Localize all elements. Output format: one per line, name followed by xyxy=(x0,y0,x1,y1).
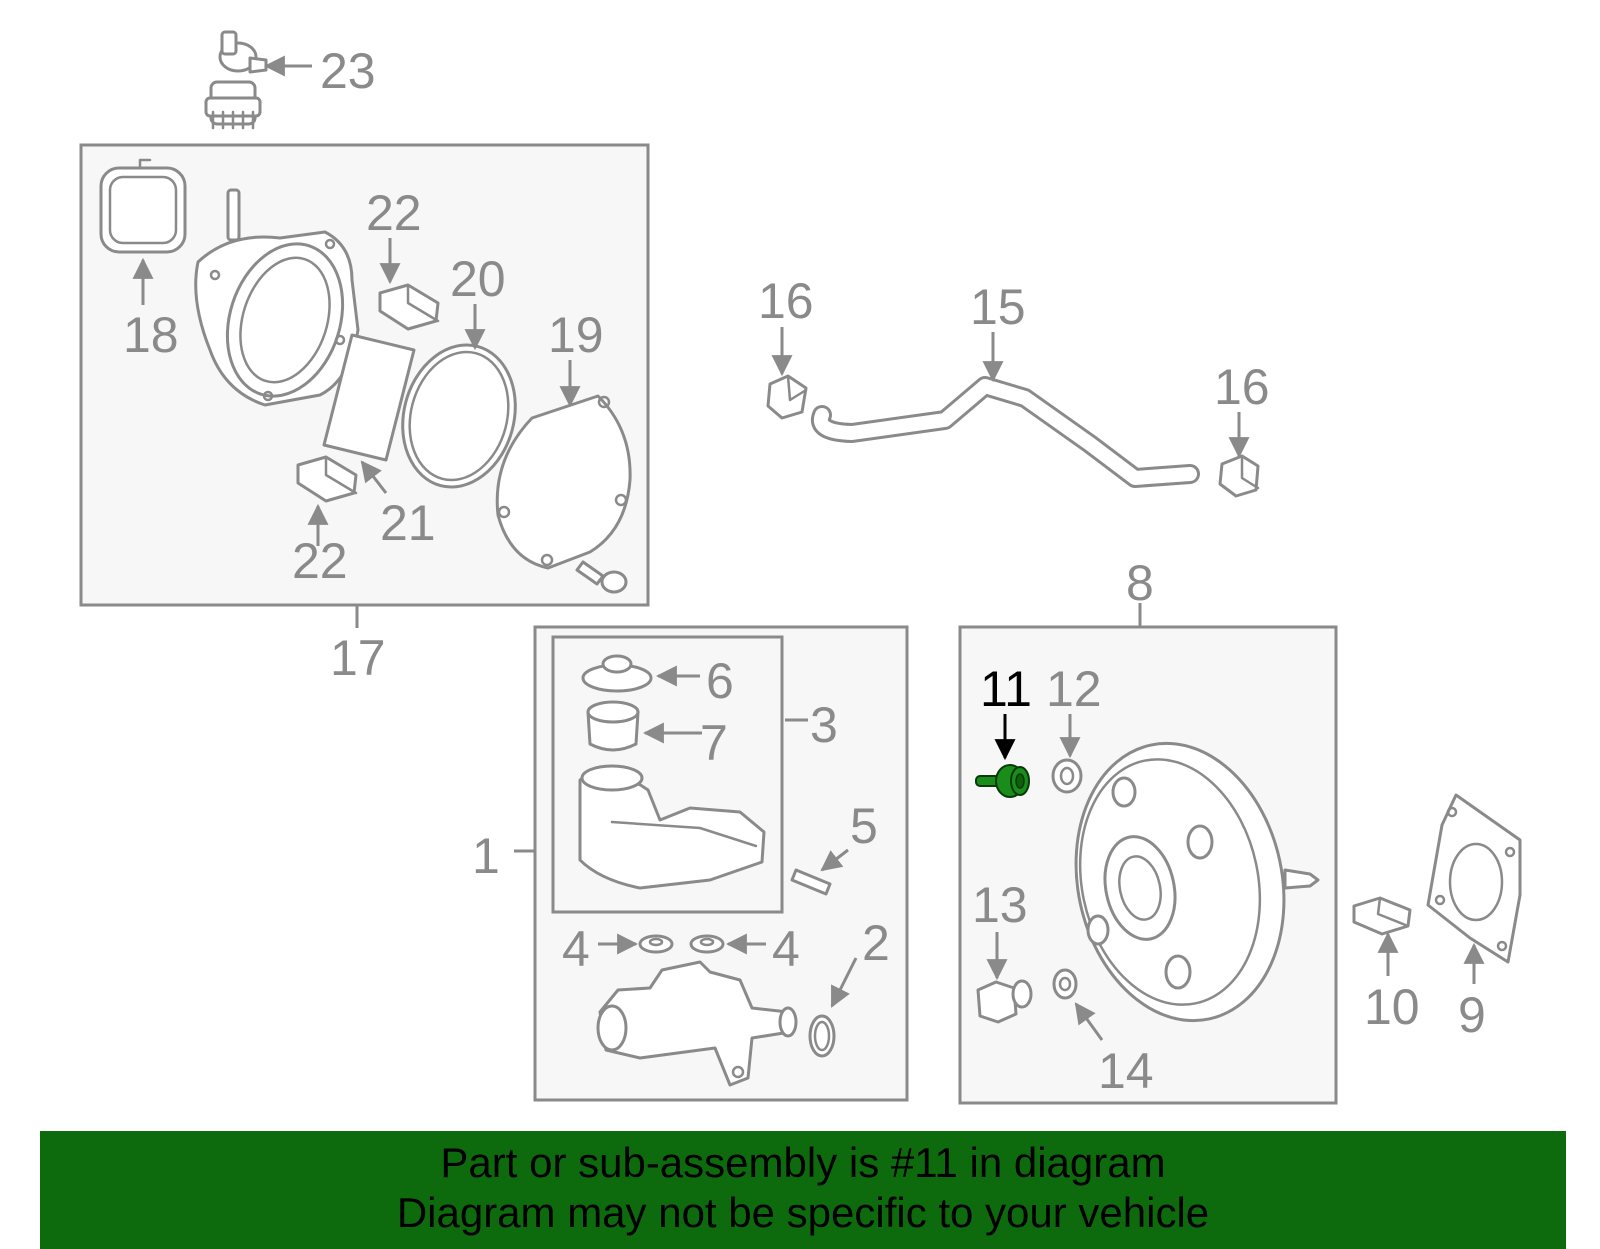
part-14-grommet[interactable] xyxy=(1052,968,1078,1000)
part-1-master-cylinder[interactable] xyxy=(596,960,798,1087)
banner-part-line: Part or sub-assembly is #11 in diagram xyxy=(440,1139,1166,1186)
callout-20: 20 xyxy=(450,251,506,307)
part-4-grommet-right[interactable] xyxy=(689,934,725,954)
callout-16-left: 16 xyxy=(758,273,814,329)
callout-2: 2 xyxy=(862,915,890,971)
part-13-vacuum-sensor[interactable] xyxy=(976,979,1033,1024)
part-11-check-valve-highlighted[interactable] xyxy=(975,764,1030,798)
part-10-bracket[interactable] xyxy=(1352,896,1412,936)
callout-12: 12 xyxy=(1046,661,1102,717)
part-16-hose-clip-right[interactable] xyxy=(1218,454,1260,498)
part-23-fitting[interactable] xyxy=(204,30,268,130)
leader-2 xyxy=(830,957,858,1008)
callout-10: 10 xyxy=(1364,979,1420,1035)
callout-6: 6 xyxy=(706,653,734,709)
callout-15: 15 xyxy=(970,279,1026,335)
part-6-reservoir-cap[interactable] xyxy=(581,654,653,693)
part-17-pump-housing[interactable] xyxy=(194,188,362,411)
callout-9: 9 xyxy=(1458,987,1486,1043)
leader-14 xyxy=(1074,1002,1104,1041)
callout-17: 17 xyxy=(330,630,386,686)
callout-7: 7 xyxy=(700,715,728,771)
callout-21: 21 xyxy=(380,495,436,551)
part-21-filter[interactable] xyxy=(322,333,416,462)
part-15-vacuum-hose[interactable] xyxy=(810,376,1200,488)
part-8-brake-booster[interactable] xyxy=(1051,724,1320,1040)
part-17-bolt[interactable] xyxy=(575,560,628,594)
callout-4-left: 4 xyxy=(562,921,590,977)
banner-disclaimer-line: Diagram may not be specific to your vehi… xyxy=(396,1189,1210,1236)
part-12-grommet[interactable] xyxy=(1051,758,1083,794)
leader-21 xyxy=(360,460,388,494)
callout-18: 18 xyxy=(123,307,179,363)
part-19-cover[interactable] xyxy=(495,394,632,570)
part-18-gasket[interactable] xyxy=(99,158,187,254)
callout-4-right: 4 xyxy=(772,921,800,977)
callout-23: 23 xyxy=(320,43,376,99)
callout-8: 8 xyxy=(1126,555,1154,611)
part-7-strainer[interactable] xyxy=(586,700,640,752)
callout-22-upper: 22 xyxy=(366,185,422,241)
callout-14: 14 xyxy=(1098,1043,1154,1099)
callout-5: 5 xyxy=(850,798,878,854)
callout-11: 11 xyxy=(980,661,1032,717)
callout-3: 3 xyxy=(810,697,838,753)
callout-13: 13 xyxy=(972,877,1028,933)
part-22-pad-lower[interactable] xyxy=(296,455,358,503)
part-5-pin[interactable] xyxy=(790,868,832,896)
part-4-grommet-left[interactable] xyxy=(638,934,674,954)
part-16-hose-clip-left[interactable] xyxy=(766,374,808,420)
callout-19: 19 xyxy=(548,307,604,363)
callout-16-right: 16 xyxy=(1214,359,1270,415)
leader-5 xyxy=(820,848,849,872)
part-22-pad-upper[interactable] xyxy=(378,283,440,331)
info-banner: Part or sub-assembly is #11 in diagram D… xyxy=(40,1131,1566,1249)
callout-22-lower: 22 xyxy=(292,533,348,589)
part-3-reservoir[interactable] xyxy=(578,764,766,890)
part-2-seal[interactable] xyxy=(808,1014,836,1058)
callout-1: 1 xyxy=(472,828,500,884)
part-9-gasket-plate[interactable] xyxy=(1426,793,1522,964)
